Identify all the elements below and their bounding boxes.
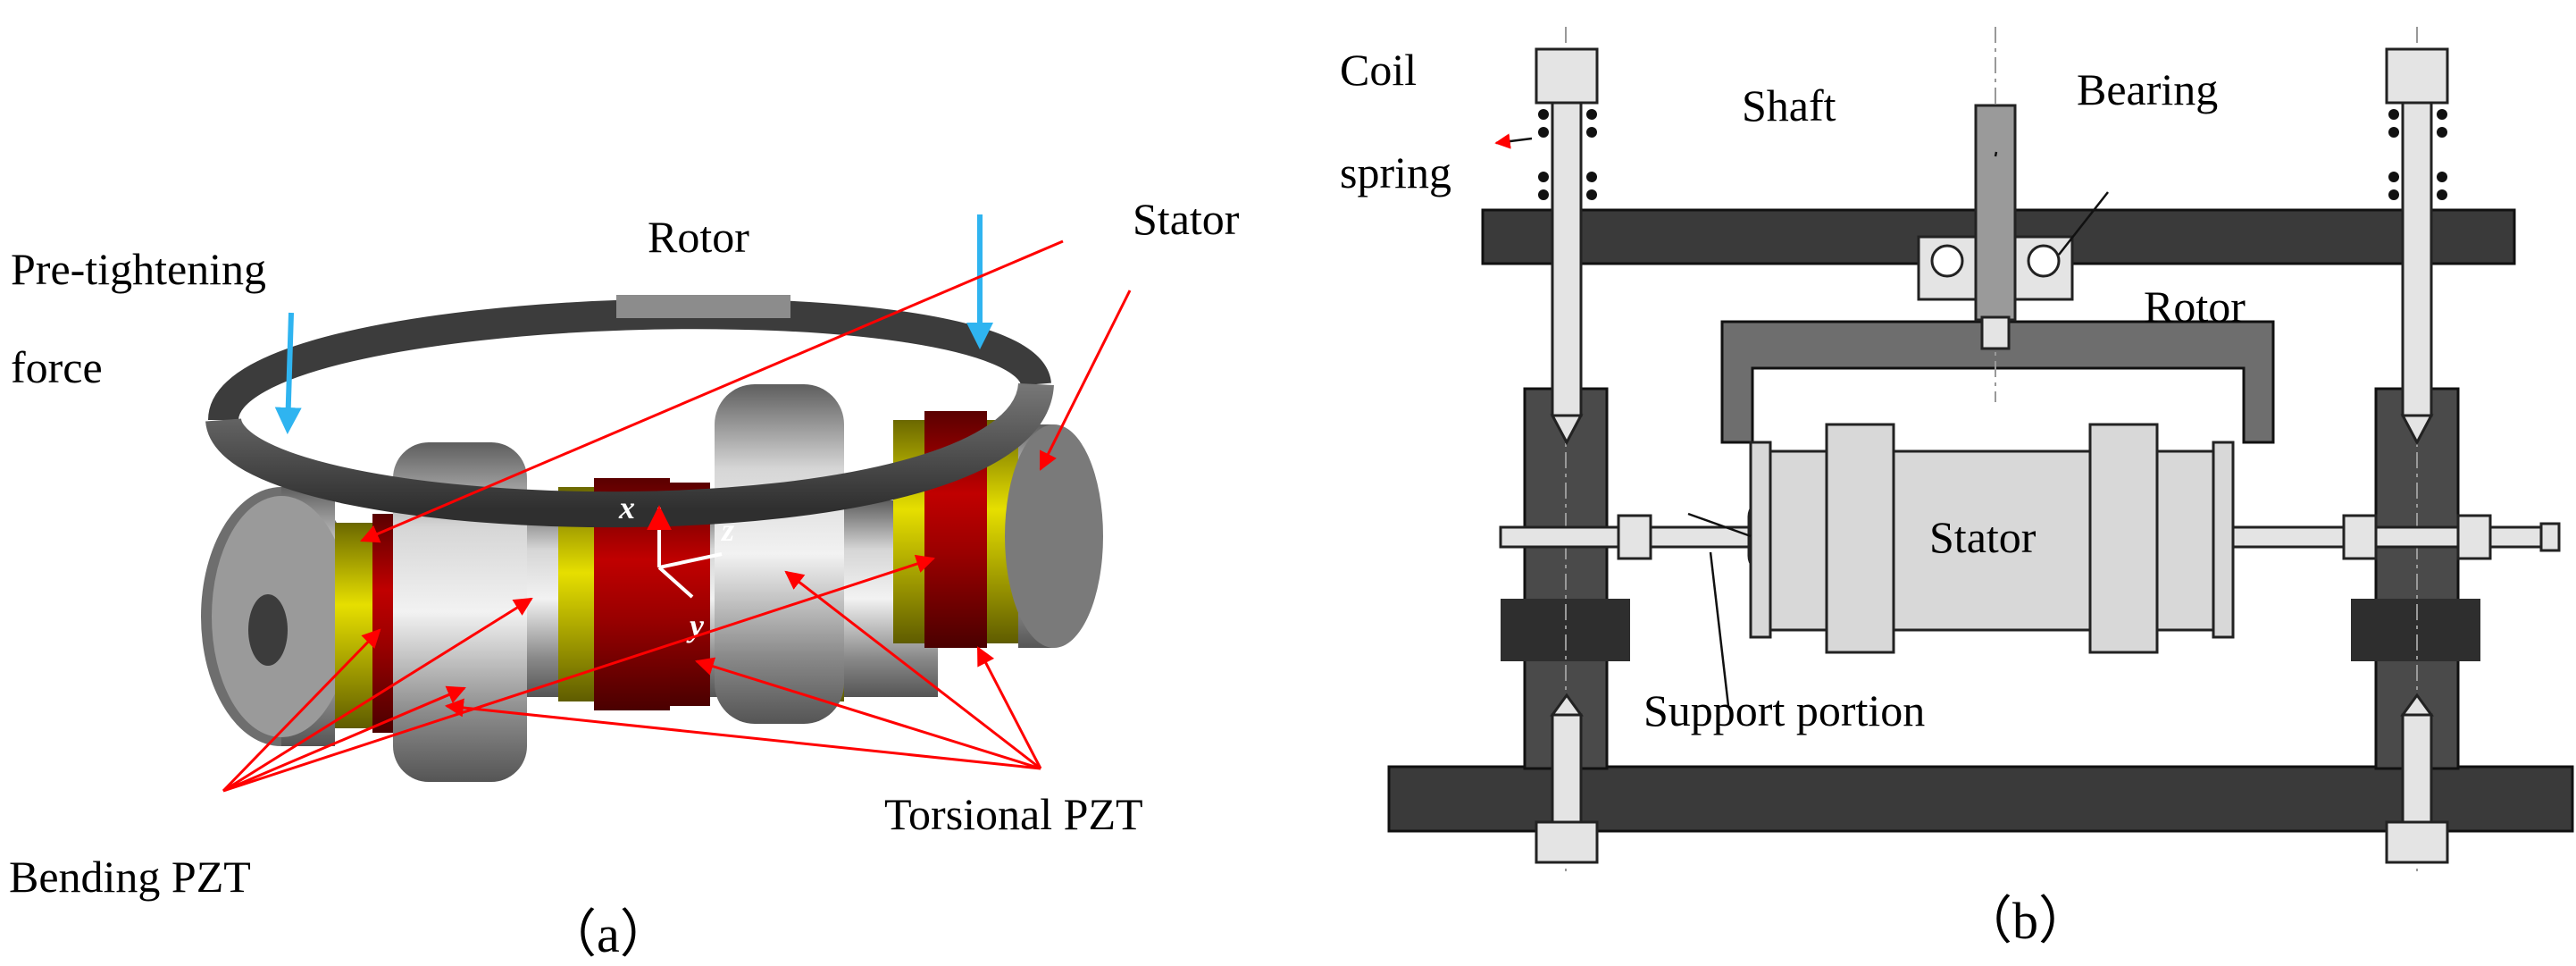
leader-lines bbox=[1494, 133, 2109, 707]
pretightening-label-line1: Pre-tightening bbox=[11, 244, 266, 294]
panel-a-3d-motor-model: x z y Rotor Stator Pre-tightening force … bbox=[9, 194, 1240, 963]
rotor-ring-back bbox=[208, 295, 1051, 423]
bending-pzt-label: Bending PZT bbox=[9, 852, 251, 902]
coil-label-line1: Coil bbox=[1340, 45, 1417, 95]
rotor-ring-front bbox=[205, 381, 1054, 528]
coordinate-frame: x z y bbox=[618, 490, 734, 643]
shaft-label: Shaft bbox=[1742, 80, 1836, 130]
pretightening-label-line2: force bbox=[11, 342, 103, 392]
coil-spring-left bbox=[1538, 109, 1597, 200]
axis-x-label: x bbox=[618, 490, 635, 525]
rotor-label-b: Rotor bbox=[2144, 281, 2246, 332]
panel-a-caption: （a） bbox=[545, 905, 672, 963]
torsional-pzt-label: Torsional PZT bbox=[884, 789, 1143, 839]
pretightening-force-arrows bbox=[274, 214, 993, 434]
stator-label-b: Stator bbox=[1929, 512, 2037, 562]
panel-b-structure-diagram: Coil spring Shaft Bearing Rotor Stator S… bbox=[1340, 27, 2574, 950]
left-column bbox=[1501, 27, 1630, 871]
stator-body-b bbox=[1749, 423, 2235, 654]
coil-label-line2: spring bbox=[1340, 147, 1451, 197]
bearing-label: Bearing bbox=[2077, 64, 2218, 114]
axis-z-label: z bbox=[720, 512, 734, 548]
stator-label: Stator bbox=[1133, 194, 1240, 244]
coil-spring-right bbox=[2388, 109, 2447, 200]
rotor-label: Rotor bbox=[648, 212, 749, 262]
shaft-and-bearing bbox=[1917, 27, 2074, 402]
right-column bbox=[2351, 27, 2480, 871]
support-portion-label: Support portion bbox=[1643, 685, 1925, 735]
panel-b-caption: （b） bbox=[1961, 892, 2090, 950]
rotor-body bbox=[1720, 320, 2275, 444]
bottom-plate bbox=[1387, 765, 2574, 833]
callout-arrows bbox=[222, 239, 1132, 793]
